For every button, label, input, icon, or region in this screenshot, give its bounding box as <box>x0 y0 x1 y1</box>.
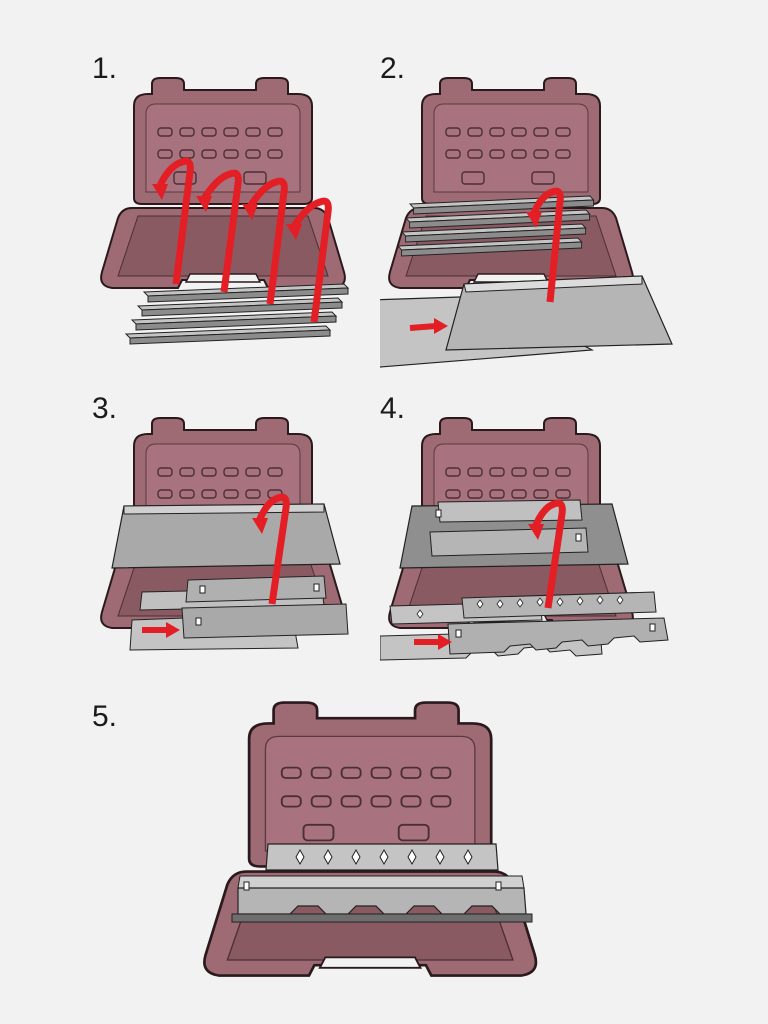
insert-plate-icon <box>399 499 629 569</box>
open-case-icon <box>380 77 673 368</box>
insert-plate-icon <box>111 503 341 569</box>
serrated-rail-icon <box>231 843 533 923</box>
step-number: 1. <box>92 52 118 85</box>
step-2: 2. <box>380 52 680 372</box>
step-3: 3. <box>92 392 392 712</box>
step-5: 5. <box>92 700 572 1000</box>
serrated-rail-icon <box>380 591 669 661</box>
step-number: 5. <box>92 700 118 733</box>
step-number: 2. <box>380 52 406 85</box>
arrow-icon <box>152 157 332 323</box>
arrow-icon <box>142 493 290 638</box>
rail-icon <box>129 575 349 651</box>
arrow-icon <box>414 499 566 650</box>
arrow-icon <box>409 187 564 334</box>
open-case-icon <box>203 701 538 977</box>
step-number: 3. <box>92 392 118 425</box>
step-4: 4. <box>380 392 680 712</box>
step-1: 1. <box>92 52 392 372</box>
insert-plate-icon <box>380 275 673 368</box>
step-number: 4. <box>380 392 406 425</box>
open-case-icon <box>100 417 349 651</box>
open-case-icon <box>380 417 669 661</box>
open-case-icon <box>100 77 349 345</box>
